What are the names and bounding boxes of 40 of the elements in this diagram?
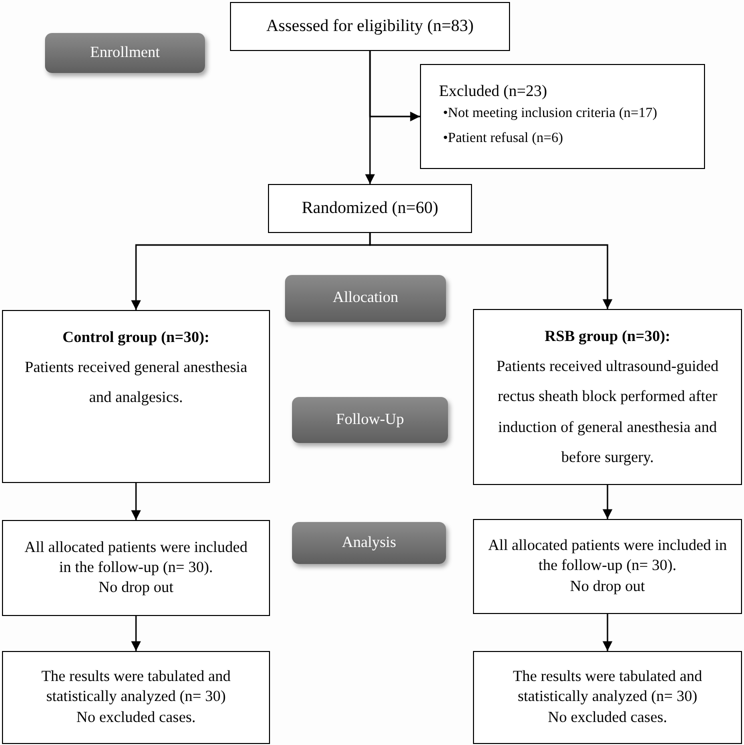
- box-title: Assessed for eligibility (n=83): [266, 15, 474, 38]
- box-text: No drop out: [570, 576, 645, 597]
- box-text: No excluded cases.: [548, 708, 668, 728]
- process-box: [2, 520, 270, 616]
- box-title: Excluded (n=23): [439, 82, 548, 102]
- box-title: All allocated patients were included in the follow-up (n= 30).: [24, 538, 248, 578]
- arrow: [131, 616, 141, 651]
- box-title: The results were tabulated and statistically analyzed (n= 30): [512, 667, 704, 708]
- process-box: [473, 651, 742, 744]
- stage-label: [285, 275, 446, 322]
- stage-title: Analysis: [342, 532, 396, 553]
- arrow: [369, 233, 612, 309]
- arrow: [602, 485, 612, 519]
- box-title: Control group (n=30):: [62, 328, 210, 348]
- process-box: [230, 2, 510, 51]
- process-box: [2, 651, 270, 744]
- box-text: No excluded cases.: [76, 708, 196, 728]
- box-title: The results were tabulated and statistically analyzed (n= 30): [40, 667, 232, 708]
- stage-label: [45, 33, 205, 73]
- box-title: Randomized (n=60): [302, 197, 438, 220]
- stage-title: Enrollment: [90, 42, 160, 63]
- process-box: [473, 519, 742, 614]
- stage-title: Follow-Up: [336, 410, 404, 430]
- process-box: [2, 310, 270, 483]
- process-box: [473, 309, 742, 485]
- stage-label: [292, 397, 448, 443]
- box-text: •Not meeting inclusion criteria (n=17): [443, 105, 658, 124]
- box-text: Patients received general anesthesia and analgesics.: [24, 358, 248, 408]
- arrow: [131, 483, 141, 520]
- arrow: [365, 51, 375, 184]
- box-text: Patients received ultrasound-guided rectus sheath block performed after induction of general anesthesia and before surgery.: [495, 357, 720, 468]
- arrow: [602, 614, 612, 651]
- box-text: No drop out: [98, 578, 174, 598]
- box-title: RSB group (n=30):: [544, 327, 670, 347]
- box-text: •Patient refusal (n=6): [443, 130, 564, 148]
- stage-title: Allocation: [332, 288, 398, 308]
- stage-label: [292, 522, 446, 564]
- box-title: All allocated patients were included in the follow-up (n= 30).: [488, 536, 727, 576]
- process-box: [420, 64, 705, 169]
- process-box: [268, 184, 472, 233]
